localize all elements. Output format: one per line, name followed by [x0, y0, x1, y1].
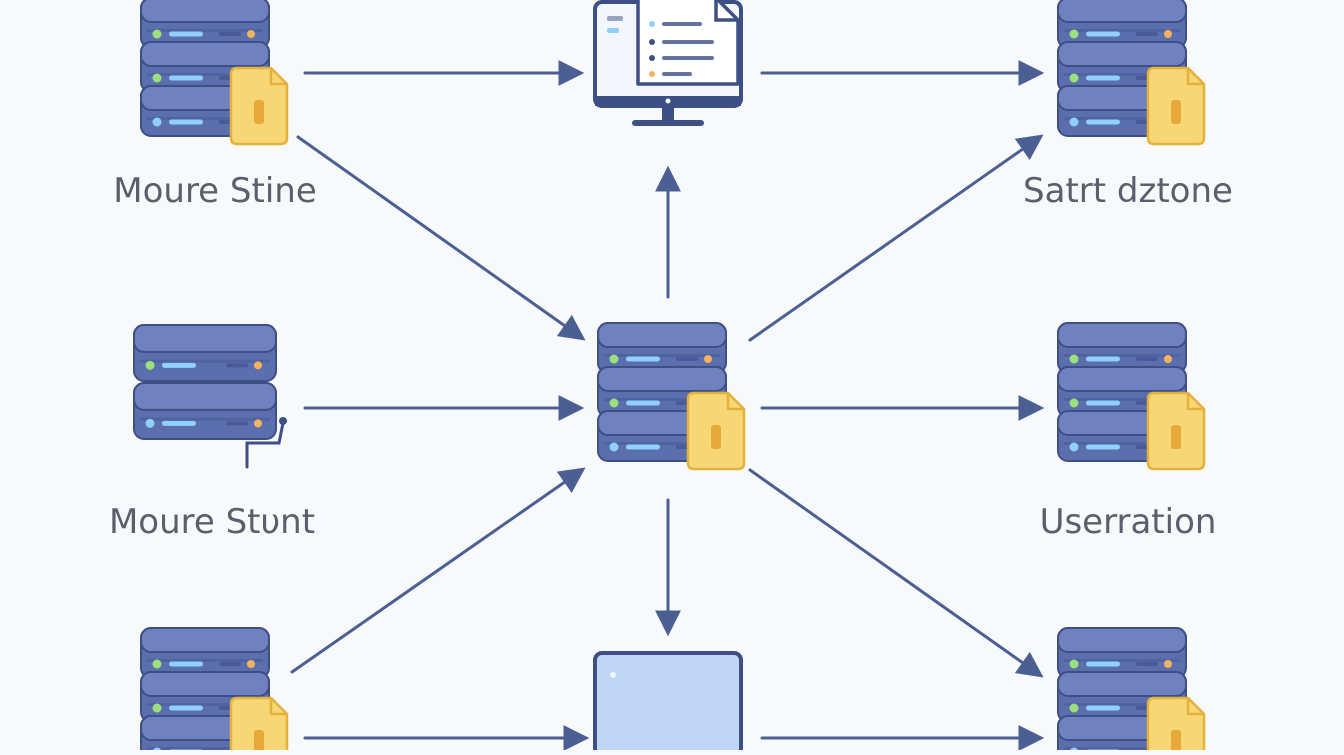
node-server-center-hub[interactable]	[597, 322, 746, 471]
node-label-server-mid-left: Moure Stυnt	[109, 502, 315, 542]
node-server-top-left[interactable]: Moure Stine	[113, 0, 317, 211]
connection-arrow-server-center-hub-to-server-bottom-right	[748, 468, 1044, 678]
node-server-mid-right[interactable]: Userration	[1040, 322, 1217, 542]
connection-arrow-server-top-left-to-server-center-hub	[296, 135, 586, 341]
server-file-icon	[140, 627, 289, 755]
server-file-icon	[140, 0, 289, 146]
server-file-icon	[1057, 322, 1206, 471]
server-file-icon	[1057, 627, 1206, 755]
node-server-mid-left[interactable]: Moure Stυnt	[109, 324, 315, 542]
node-server-bottom-left[interactable]	[140, 627, 289, 755]
server-file-icon	[1057, 0, 1206, 146]
connection-arrow-server-center-hub-to-server-top-right	[748, 134, 1044, 342]
node-label-server-top-left: Moure Stine	[113, 171, 316, 211]
connection-arrow-server-bottom-left-to-server-center-hub	[290, 467, 586, 674]
connections-layer	[290, 60, 1045, 751]
node-server-top-right[interactable]: Satrt dztone	[1023, 0, 1233, 211]
monitor-document-icon	[593, 0, 743, 126]
node-monitor-top-center[interactable]	[593, 0, 743, 126]
monitor-blank-icon	[593, 651, 743, 755]
node-label-server-mid-right: Userration	[1040, 502, 1217, 542]
server-plug-icon	[133, 324, 287, 469]
node-label-server-top-right: Satrt dztone	[1023, 171, 1233, 211]
node-monitor-bottom-center[interactable]	[593, 651, 743, 755]
server-file-icon	[597, 322, 746, 471]
node-server-bottom-right[interactable]	[1057, 627, 1206, 755]
